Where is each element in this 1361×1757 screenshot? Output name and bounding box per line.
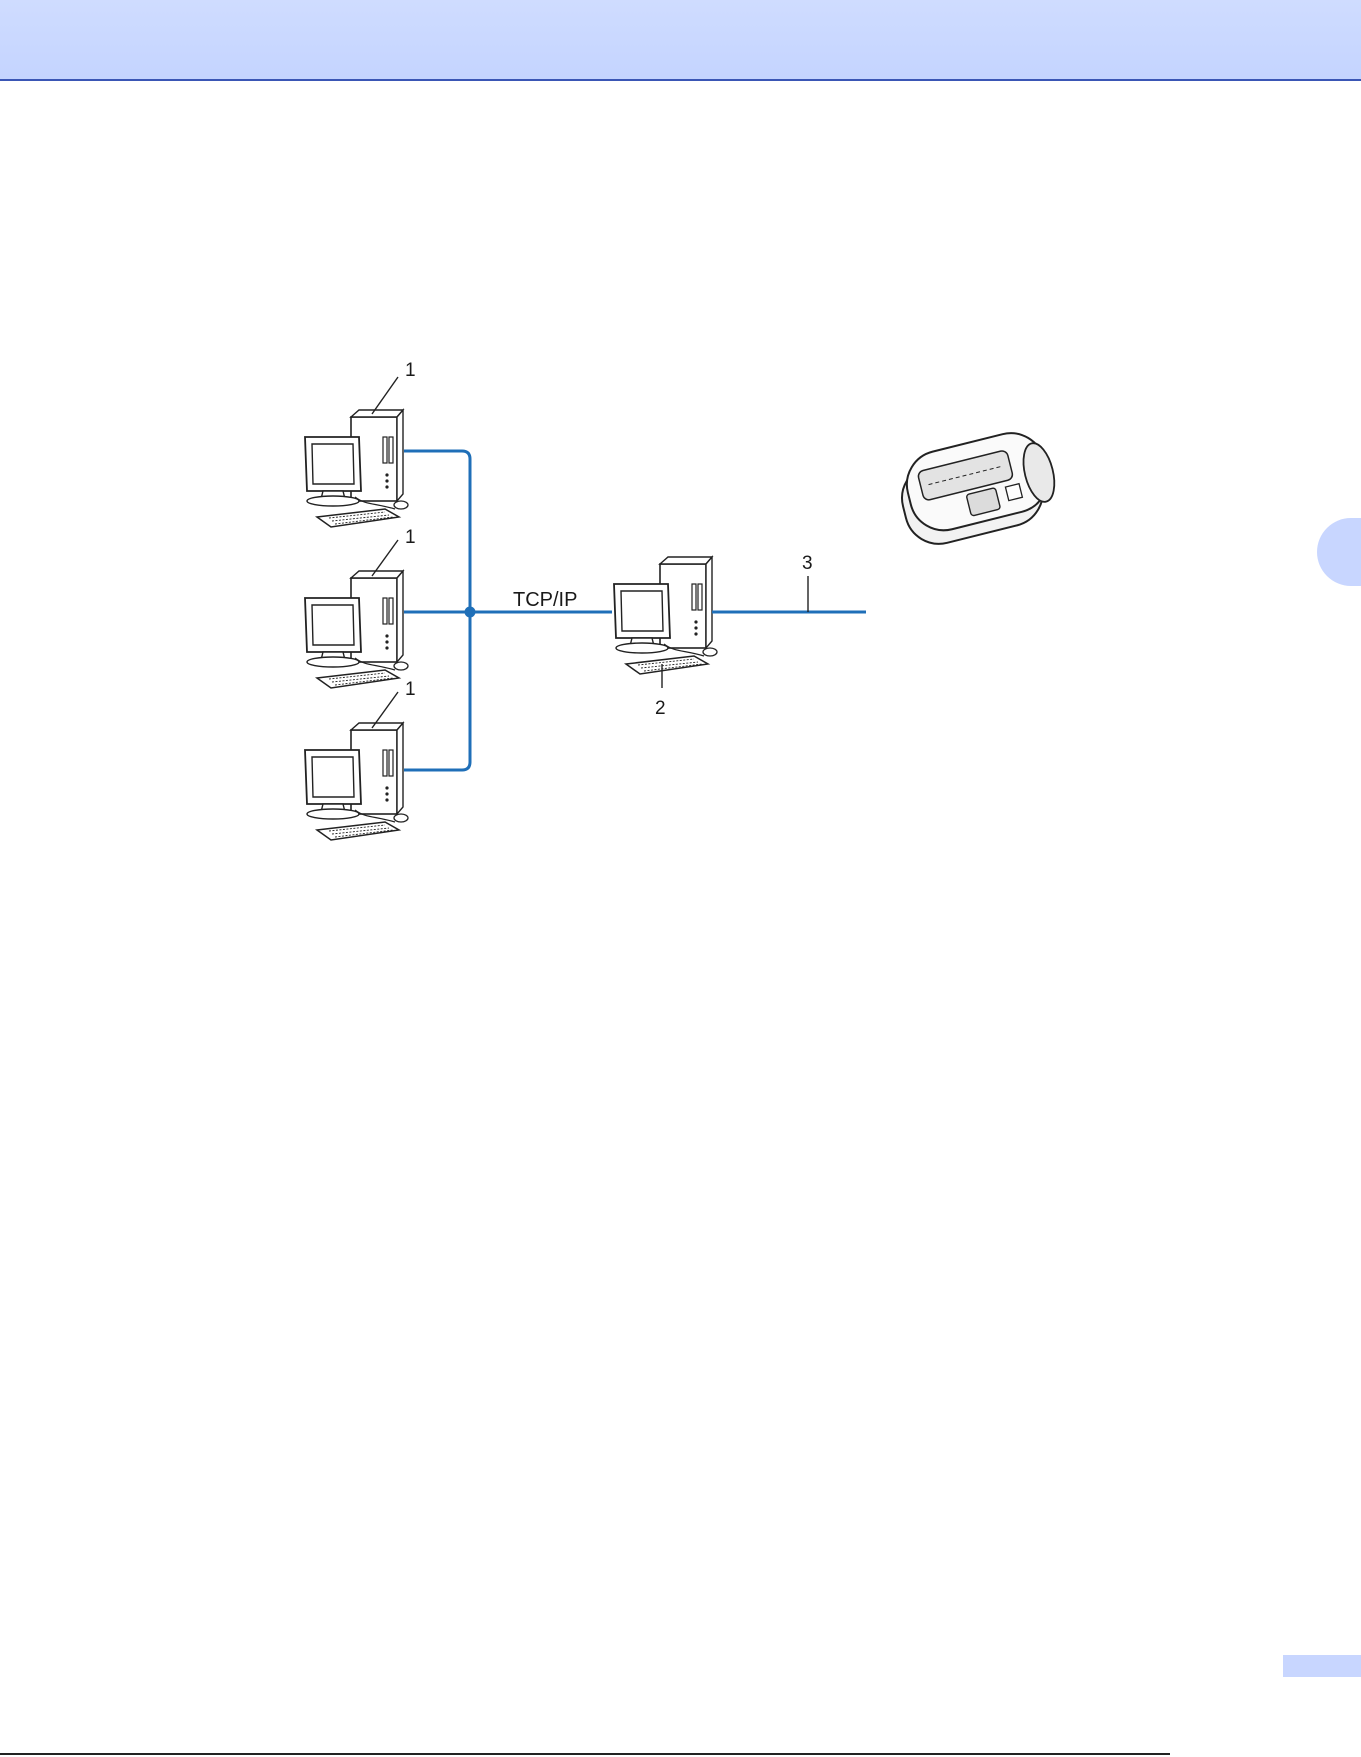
client-computer-3: [305, 723, 408, 840]
callout-number-client-3: 1: [405, 679, 416, 700]
callout-number-client-1: 1: [405, 360, 416, 381]
callout-number-server: 2: [655, 698, 666, 719]
callout-number-client-2: 1: [405, 527, 416, 548]
client-computer-1: [305, 410, 408, 527]
callout-number-cable: 3: [802, 553, 813, 574]
server-computer: [614, 557, 717, 674]
protocol-label: TCP/IP: [513, 589, 577, 611]
client-computer-2: [305, 571, 408, 688]
printer-icon: [892, 425, 1064, 552]
junction-node: [465, 607, 476, 618]
callout-leader-client-1: [372, 377, 398, 414]
